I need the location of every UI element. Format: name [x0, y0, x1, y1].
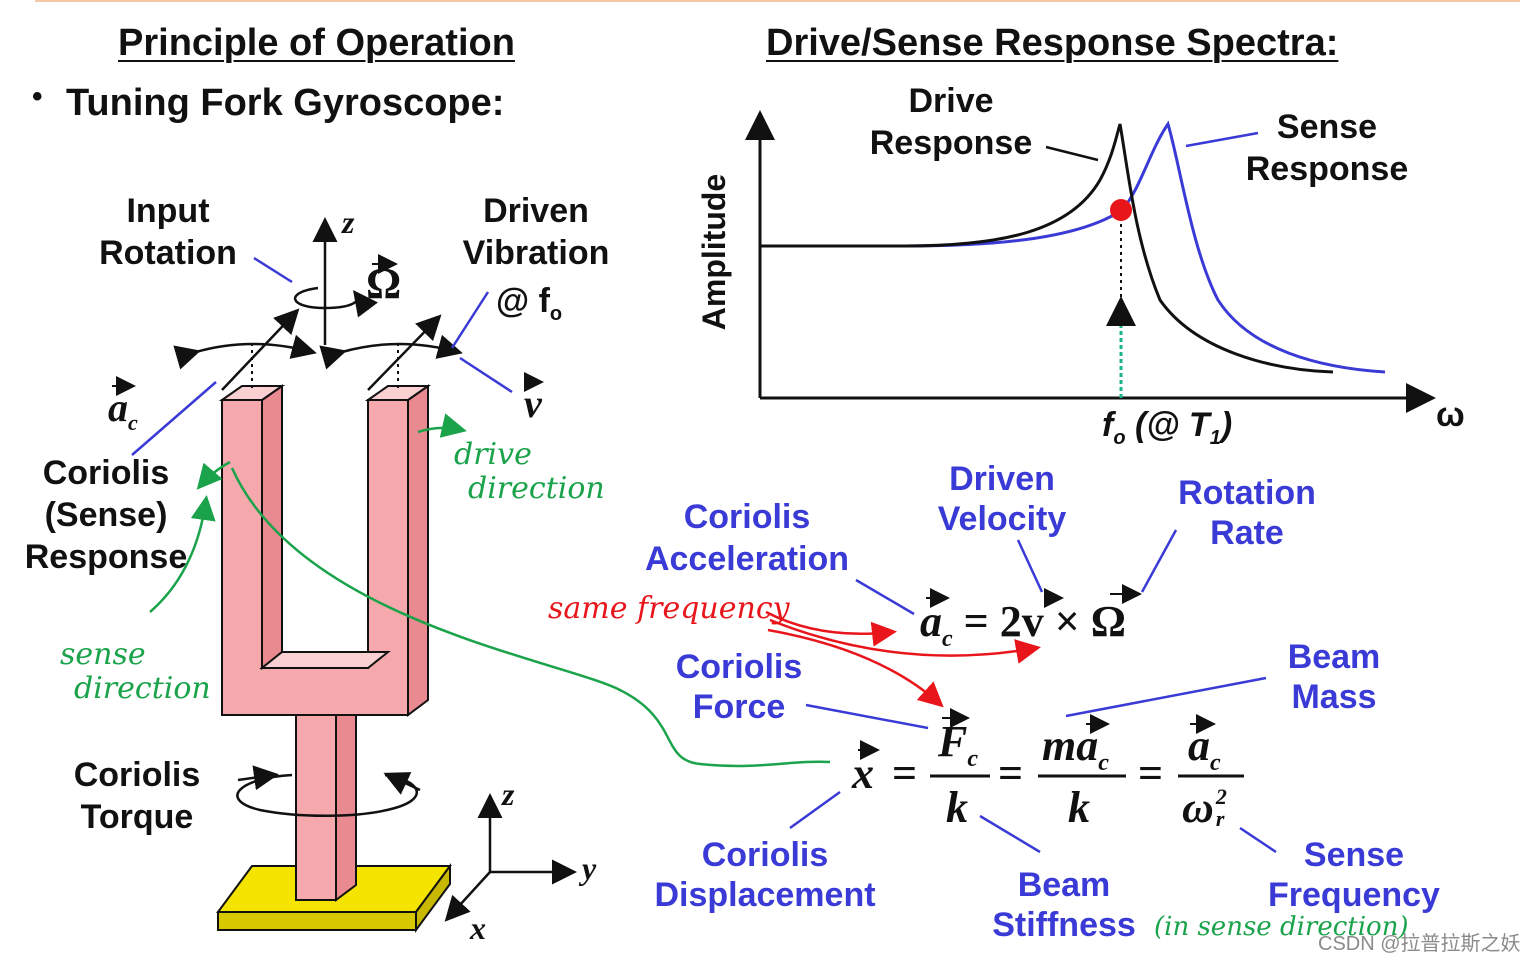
operating-point-marker — [1110, 199, 1132, 221]
eq2-ma-numerator: mac — [1042, 721, 1109, 776]
watermark: CSDN @拉普拉斯之妖 — [1318, 933, 1521, 955]
left-title: Principle of Operation — [118, 22, 515, 64]
spectra-chart — [745, 110, 1436, 413]
vibration-arrows — [173, 308, 463, 391]
handwritten-green-strokes — [149, 413, 831, 768]
input-rotation-axis — [294, 217, 378, 345]
fork-leaders — [131, 256, 513, 456]
right-title: Drive/Sense Response Spectra: — [766, 22, 1339, 64]
drive-response-curve — [760, 123, 1334, 374]
z-axis-label: z — [342, 204, 355, 240]
fo-tick-label: fo (@ T1) — [1102, 406, 1233, 449]
eq2-force-numerator: Fc — [938, 717, 979, 772]
velocity-symbol: v — [524, 381, 542, 426]
same-frequency-arrows — [765, 610, 1041, 708]
top-rule — [35, 0, 1520, 2]
tuning-fork — [216, 340, 452, 934]
eq2-a-numerator: ac — [1188, 721, 1221, 776]
amplitude-axis-label: Amplitude — [696, 173, 732, 331]
coriolis-response-label: Coriolis (Sense) Response — [24, 454, 188, 576]
in-sense-direction-note: (in sense direction) — [1154, 912, 1409, 942]
omega-axis-label: ω — [1436, 396, 1465, 434]
vector-arrows — [112, 254, 1216, 760]
bullet-dot: • — [32, 80, 43, 113]
eq2-equals-2: = — [998, 749, 1024, 798]
eq2-equals-3: = — [1138, 749, 1164, 798]
axis-z-label: z — [502, 776, 515, 812]
eq2-k2-denominator: k — [1068, 783, 1090, 832]
eq2-k-denominator: k — [946, 783, 968, 832]
fork-gyro-label: Tuning Fork Gyroscope: — [66, 82, 505, 124]
torque-rotation — [236, 765, 421, 817]
axis-x-label: x — [470, 910, 486, 946]
omega-symbol: Ω — [366, 259, 402, 308]
eq2-x: x — [852, 749, 874, 798]
axis-y-label: y — [582, 850, 597, 886]
eq2-equals-1: = — [892, 749, 918, 798]
coriolis-accel-symbol: ac — [108, 385, 138, 435]
sense-response-curve — [760, 120, 1386, 374]
equation-leaders — [789, 529, 1277, 854]
xyz-axes — [444, 793, 577, 922]
same-frequency-note: same frequency — [548, 591, 790, 626]
coriolis-acceleration-equation: ac = 2v × Ω — [920, 597, 1127, 652]
drive-frequency-label: @ fo — [496, 282, 563, 325]
